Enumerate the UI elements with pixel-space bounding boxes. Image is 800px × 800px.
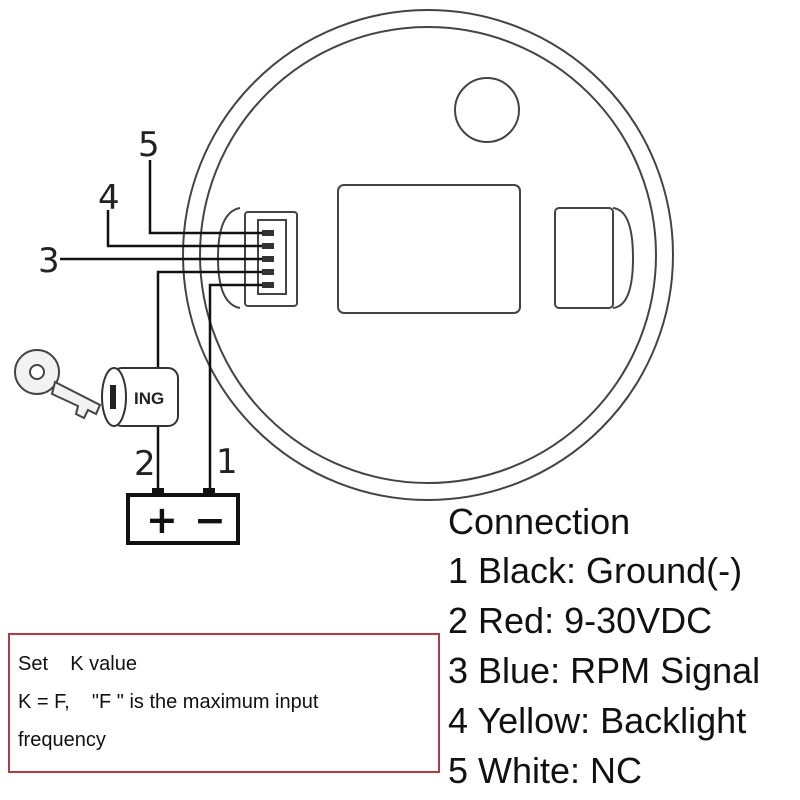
ignition-switch: ING bbox=[101, 367, 179, 427]
gauge-outer-ring bbox=[182, 9, 674, 501]
k-value-note: Set K value K = F, "F " is the maximum i… bbox=[8, 633, 440, 773]
wire-4 bbox=[106, 210, 262, 248]
legend-item: 4 Yellow: Backlight bbox=[448, 700, 747, 741]
battery-negative-sign: − bbox=[194, 498, 226, 542]
connection-legend: Connection 1 Black: Ground(-) 2 Red: 9-3… bbox=[448, 498, 798, 796]
connector-pin bbox=[262, 282, 274, 288]
connector-pins bbox=[262, 230, 274, 288]
wire-1 bbox=[208, 283, 262, 490]
legend-item: 1 Black: Ground(-) bbox=[448, 550, 743, 591]
legend-heading: Connection bbox=[448, 501, 631, 542]
note-line: Set K value bbox=[18, 653, 137, 675]
battery: + − bbox=[126, 488, 240, 545]
right-clip-tab bbox=[612, 207, 635, 309]
wire-label-3: 3 bbox=[38, 241, 60, 281]
wire-label-5: 5 bbox=[138, 125, 160, 165]
wire-5 bbox=[148, 160, 262, 235]
connector-pin bbox=[262, 256, 274, 262]
gauge-body bbox=[182, 9, 674, 501]
mounting-hole bbox=[454, 77, 520, 143]
battery-positive-terminal bbox=[152, 488, 164, 496]
key-icon bbox=[14, 349, 102, 420]
ignition-label: ING bbox=[134, 389, 164, 408]
wire-label-4: 4 bbox=[98, 178, 120, 218]
note-line: K = F, "F " is the maximum input bbox=[18, 691, 319, 713]
wires bbox=[60, 160, 262, 490]
wire-label-2: 2 bbox=[134, 444, 156, 484]
right-clip bbox=[554, 207, 614, 309]
connector-pin bbox=[262, 269, 274, 275]
wire-2 bbox=[156, 270, 262, 370]
wire-label-1: 1 bbox=[216, 442, 238, 482]
wire-labels: 5 4 3 2 1 bbox=[38, 125, 238, 484]
gauge-inner-ring bbox=[199, 26, 657, 484]
battery-body bbox=[126, 493, 240, 545]
connector-pin bbox=[262, 243, 274, 249]
connector-socket bbox=[257, 219, 287, 295]
legend-item: 3 Blue: RPM Signal bbox=[448, 650, 761, 691]
legend-item: 5 White: NC bbox=[448, 750, 643, 791]
battery-negative-terminal bbox=[203, 488, 215, 496]
legend-item: 2 Red: 9-30VDC bbox=[448, 600, 713, 641]
note-line: frequency bbox=[18, 729, 106, 751]
connector-pin bbox=[262, 230, 274, 236]
center-plate bbox=[337, 184, 521, 314]
battery-positive-sign: + bbox=[146, 498, 178, 542]
